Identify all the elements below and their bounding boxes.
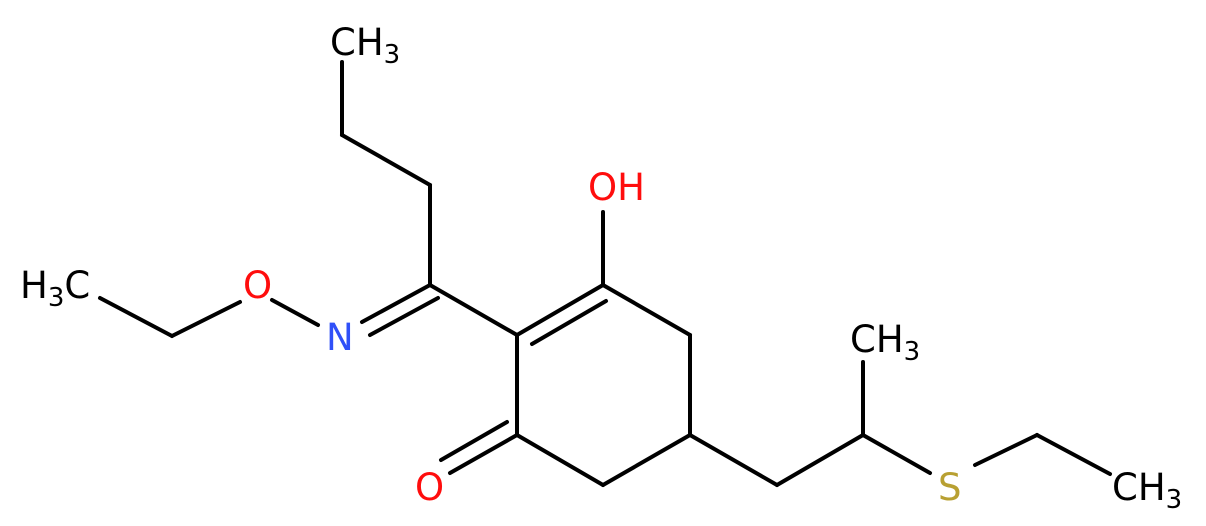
label-s-thio: S (938, 466, 962, 509)
bond-c-n-double-b (368, 296, 440, 337)
bond-o-ch2 (170, 300, 242, 338)
bond-c5-c6-ring (601, 433, 692, 487)
bond-c5-ch2 (688, 433, 779, 487)
bond-ch-s (861, 433, 932, 475)
bond-c3-c4-ring (601, 283, 692, 337)
label-o-ketone: O (415, 466, 444, 509)
label-n-imine: N (326, 316, 354, 359)
label-ch3-right: CH3 (1112, 466, 1182, 515)
bond-ch2-ch (775, 433, 865, 487)
bond-s-ch2 (973, 433, 1039, 467)
label-ch3-branch: CH3 (850, 318, 920, 367)
bond-ch2-ch3-right (1035, 433, 1112, 476)
bond-c-o-double-a (448, 433, 519, 475)
label-h3c-left: H3C (20, 264, 90, 313)
label-oh: OH (588, 166, 645, 209)
bond-c-o-double-b (439, 420, 509, 462)
label-ch3-top: CH3 (330, 21, 400, 70)
bond-ch2-ch3 (98, 296, 174, 338)
bond-c6-c1-ring (515, 433, 605, 487)
bond-c2-c3-ring-a (515, 283, 605, 337)
bond-c-n-double-a (360, 283, 432, 324)
bond-cimine-ring (428, 283, 519, 337)
label-o-ether: O (243, 264, 272, 307)
bond-c2-c3 (340, 133, 432, 187)
bond-n-o (270, 298, 320, 327)
bond-c2-c3-ring-b (530, 299, 608, 346)
